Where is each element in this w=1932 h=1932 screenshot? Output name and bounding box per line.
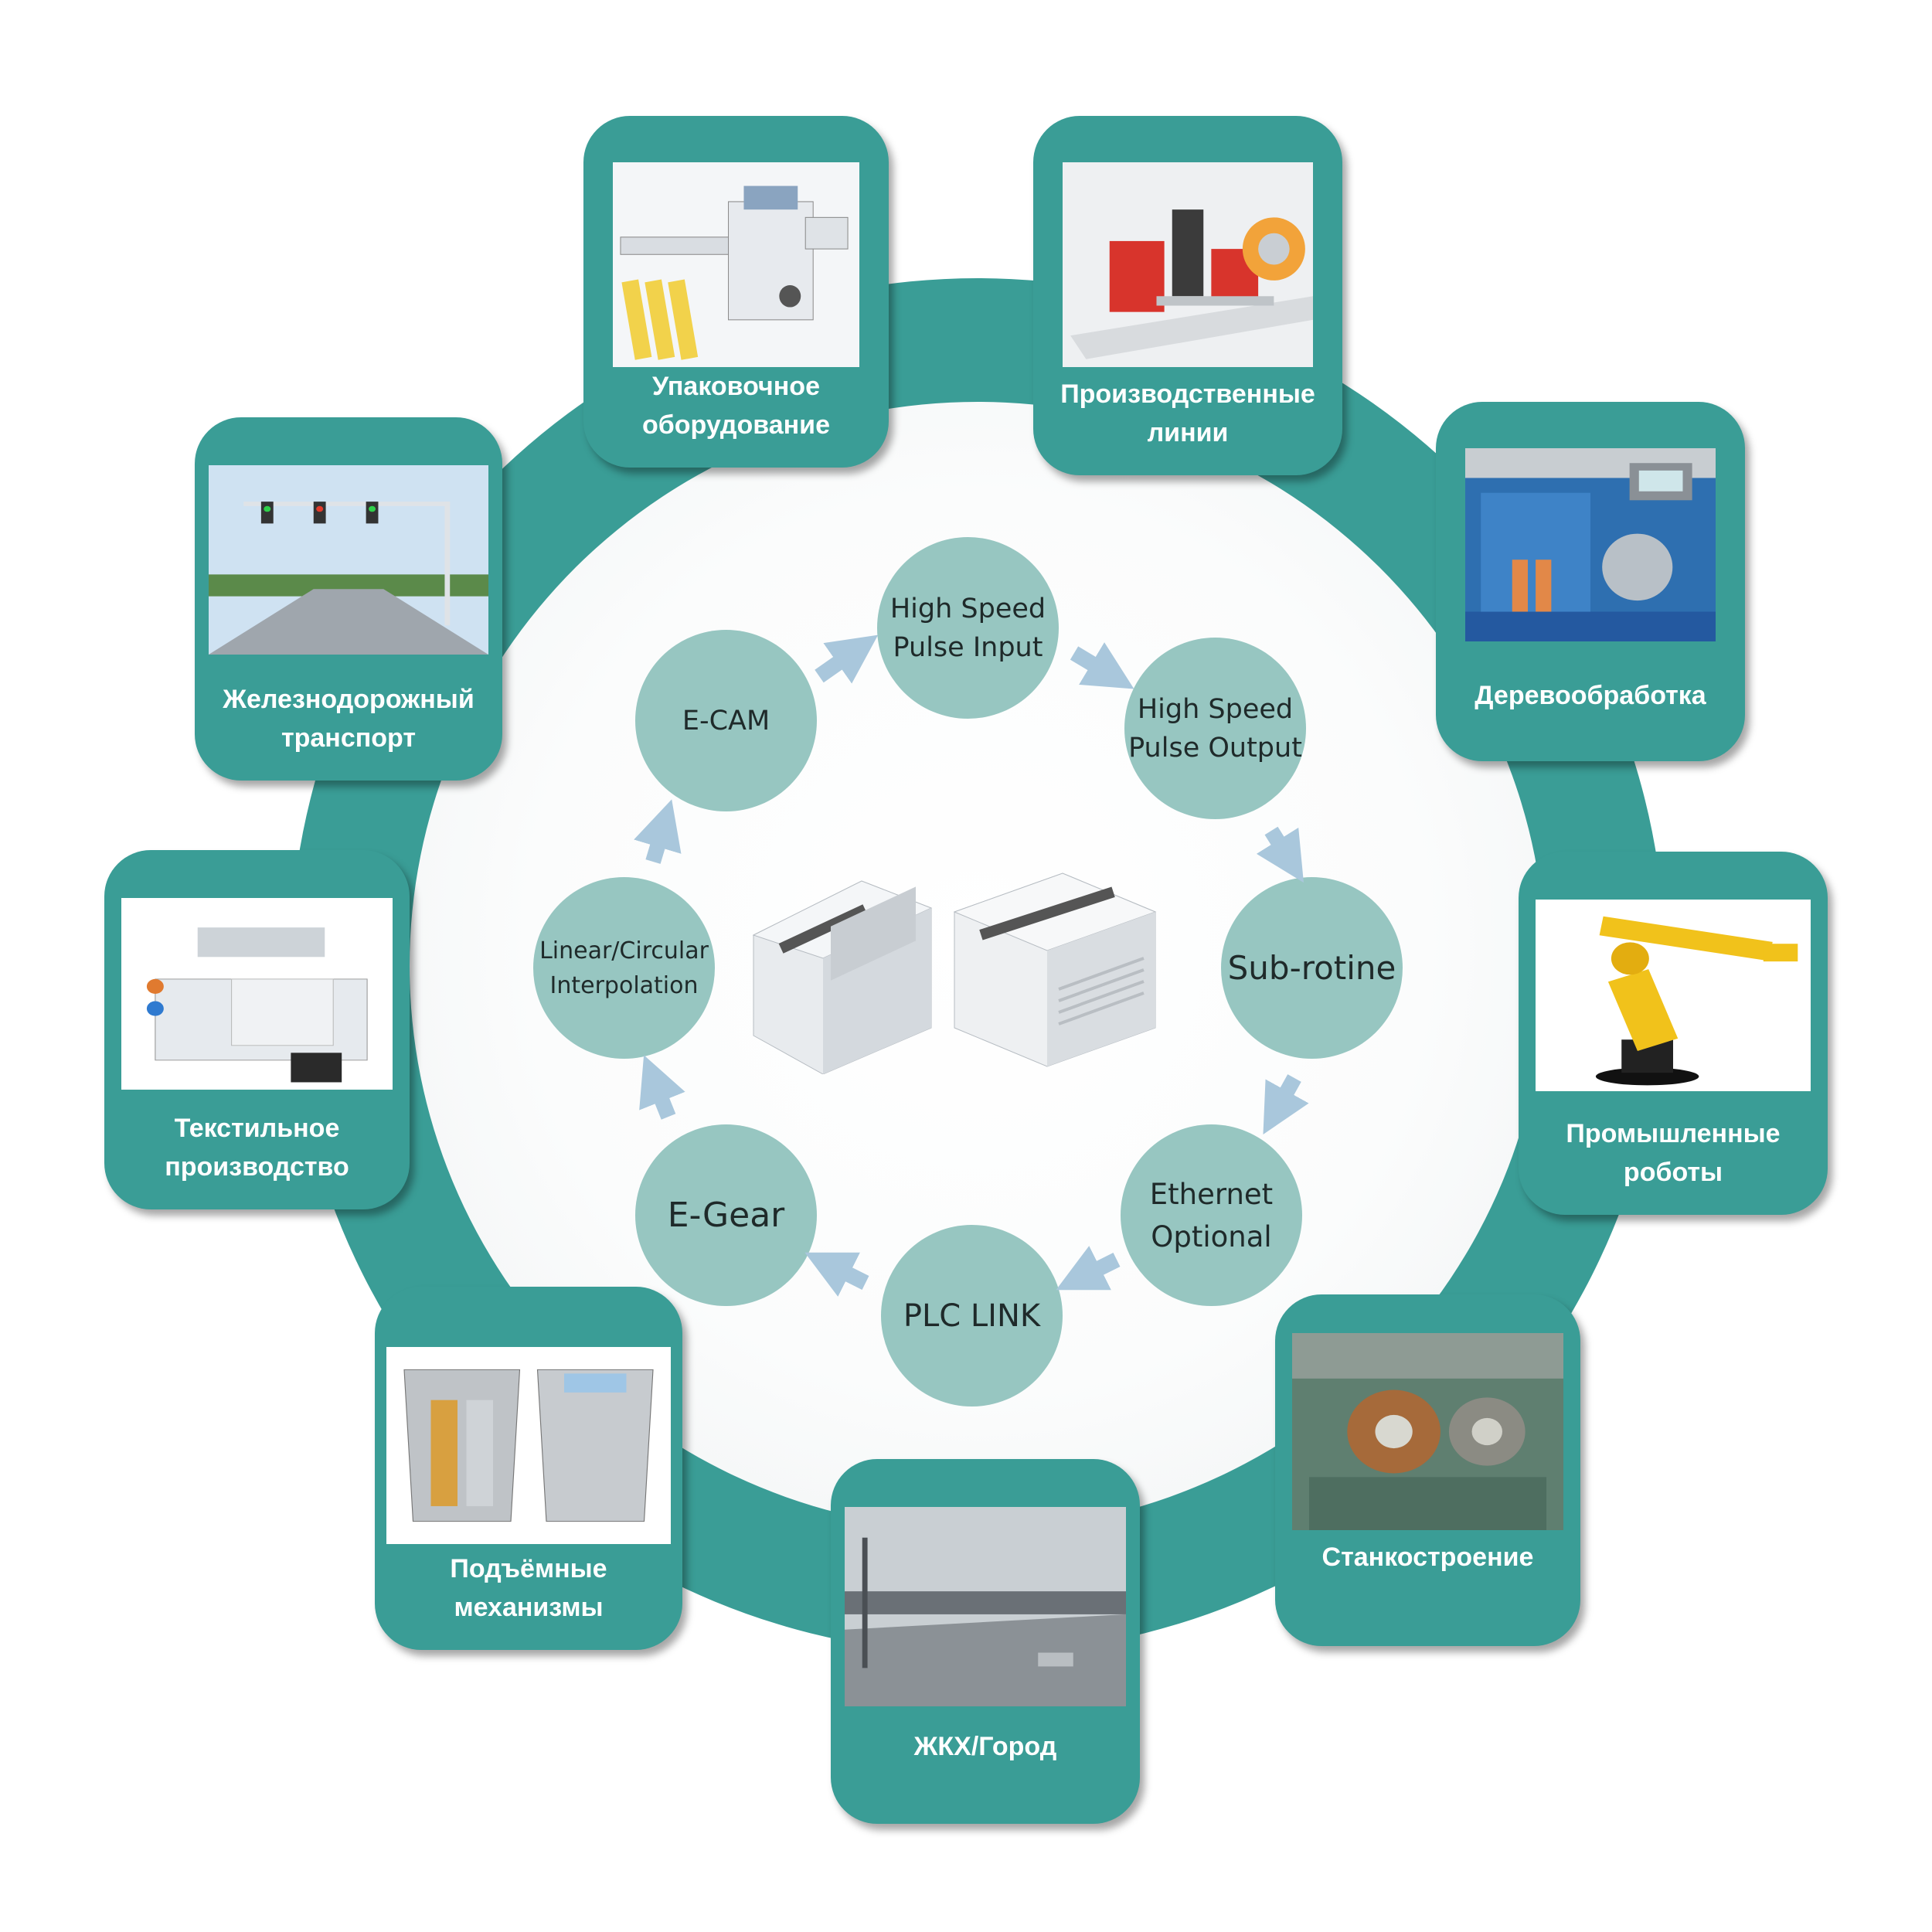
- plc-controller-image: [752, 872, 1157, 1074]
- card-textile: Текстильное производство: [104, 850, 410, 1209]
- card-production-lines: Производственные линии: [1033, 116, 1342, 475]
- bubble-e-cam: E-CAM: [635, 630, 817, 811]
- card-railway: Железнодорожный транспорт: [195, 417, 502, 781]
- label-woodworking: Деревообработка: [1475, 681, 1706, 710]
- card-woodworking: Деревообработка: [1436, 402, 1745, 761]
- arrow-input-to-output: [1070, 642, 1134, 689]
- label-textile: Текстильное производство: [165, 1114, 349, 1182]
- arrow-ethernet-to-plclink: [1056, 1246, 1121, 1291]
- bubble-high-speed-pulse-output: High Speed Pulse Output: [1124, 638, 1306, 819]
- card-robots: Промышленные роботы: [1519, 852, 1828, 1215]
- bubble-plc-link: PLC LINK: [881, 1225, 1063, 1406]
- label-lifting: Подъёмные механизмы: [450, 1554, 607, 1622]
- arrow-ecam-to-input: [815, 634, 879, 684]
- machine-tool-image: [1292, 1333, 1563, 1530]
- bubble-e-gear: E-Gear: [635, 1124, 817, 1306]
- railway-road-image: [209, 465, 488, 655]
- bubble-sub-rotine: Sub-rotine: [1221, 877, 1403, 1059]
- packaging-machine-image: [613, 162, 859, 367]
- production-line-image: [1063, 162, 1313, 367]
- industrial-robot-image: [1536, 900, 1811, 1091]
- label-robots: Промышленные роботы: [1566, 1119, 1781, 1187]
- arrow-sub-to-ethernet: [1263, 1074, 1309, 1134]
- bubble-high-speed-pulse-input: High Speed Pulse Input: [877, 537, 1059, 719]
- label-city: ЖКХ/Город: [913, 1732, 1057, 1761]
- label-packaging: Упаковочное оборудование: [642, 372, 830, 440]
- card-packaging: Упаковочное оборудование: [583, 116, 889, 468]
- city-road-image: [845, 1507, 1126, 1706]
- textile-machine-image: [121, 898, 393, 1090]
- card-city: ЖКХ/Город: [831, 1459, 1140, 1824]
- woodworking-machine-image: [1465, 448, 1716, 641]
- label-production-lines: Производственные линии: [1060, 379, 1315, 447]
- arrow-plclink-to-egear: [804, 1252, 869, 1297]
- elevator-cabins-image: [386, 1347, 671, 1544]
- arrow-interp-to-ecam: [634, 799, 682, 864]
- arrow-output-to-sub: [1256, 826, 1304, 883]
- label-machine-tools: Станкостроение: [1321, 1543, 1534, 1572]
- arrow-egear-to-interp: [639, 1055, 685, 1120]
- card-lifting: Подъёмные механизмы: [375, 1287, 682, 1650]
- card-machine-tools: Станкостроение: [1275, 1294, 1580, 1646]
- label-railway: Железнодорожный транспорт: [223, 685, 474, 753]
- bubble-ethernet-optional: Ethernet Optional: [1121, 1124, 1302, 1306]
- bubble-interpolation: Linear/Circular Interpolation: [533, 877, 715, 1059]
